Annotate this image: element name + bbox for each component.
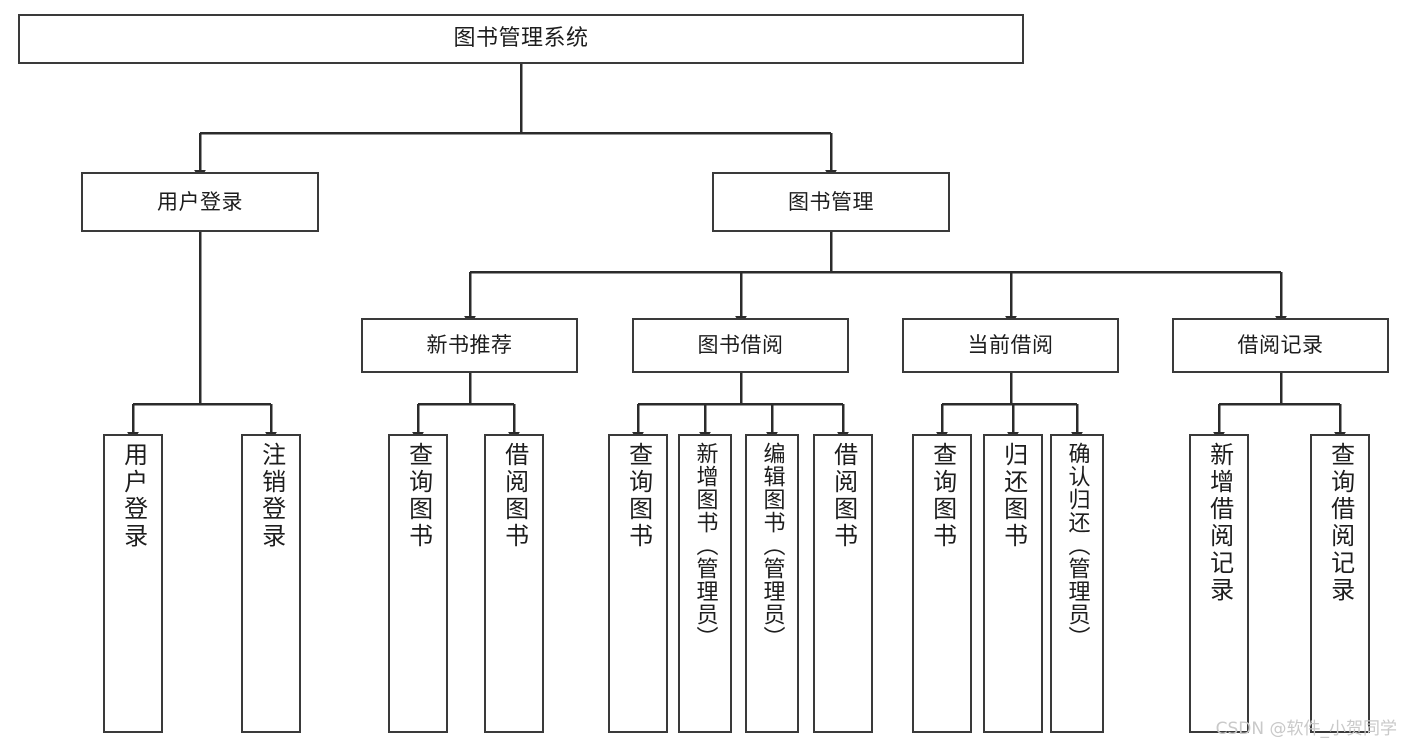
node-label: 查询图书 — [624, 442, 653, 550]
node-label: 借阅图书 — [500, 442, 529, 550]
node-branch[interactable]: 用户登录 — [81, 172, 319, 232]
node-leaf[interactable]: 查询图书 — [388, 434, 448, 733]
node-leaf[interactable]: 归还图书 — [983, 434, 1043, 733]
node-label: 新增借阅记录 — [1205, 442, 1234, 604]
node-leaf[interactable]: 借阅图书 — [484, 434, 544, 733]
node-label: 借阅图书 — [829, 442, 858, 550]
node-branch[interactable]: 图书管理 — [712, 172, 950, 232]
node-leaf[interactable]: 确认归还（管理员） — [1050, 434, 1104, 733]
node-leaf[interactable]: 查询借阅记录 — [1310, 434, 1370, 733]
node-label: 新增图书（管理员） — [692, 442, 718, 649]
node-label: 归还图书 — [999, 442, 1028, 550]
node-leaf[interactable]: 新增借阅记录 — [1189, 434, 1249, 733]
node-leaf[interactable]: 查询图书 — [608, 434, 668, 733]
csdn-watermark: CSDN @软件_小贺同学 — [1215, 719, 1397, 739]
node-leaf[interactable]: 借阅图书 — [813, 434, 873, 733]
node-label: 图书管理系统 — [453, 26, 589, 52]
node-branch[interactable]: 图书借阅 — [632, 318, 849, 373]
node-label: 查询借阅记录 — [1326, 442, 1355, 604]
node-leaf[interactable]: 查询图书 — [912, 434, 972, 733]
node-leaf[interactable]: 编辑图书（管理员） — [745, 434, 799, 733]
node-leaf[interactable]: 用户登录 — [103, 434, 163, 733]
node-label: 图书借阅 — [697, 333, 784, 358]
node-branch[interactable]: 新书推荐 — [361, 318, 578, 373]
node-branch[interactable]: 当前借阅 — [902, 318, 1119, 373]
node-label: 查询图书 — [928, 442, 957, 550]
node-label: 用户登录 — [119, 442, 148, 550]
edge-group — [127, 64, 1346, 442]
node-leaf[interactable]: 注销登录 — [241, 434, 301, 733]
node-label: 图书管理 — [788, 189, 874, 214]
node-branch[interactable]: 借阅记录 — [1172, 318, 1389, 373]
node-root[interactable]: 图书管理系统 — [18, 14, 1024, 64]
node-leaf[interactable]: 新增图书（管理员） — [678, 434, 732, 733]
node-label: 借阅记录 — [1237, 333, 1324, 358]
node-label: 用户登录 — [157, 189, 243, 214]
node-label: 编辑图书（管理员） — [759, 442, 785, 649]
node-label: 确认归还（管理员） — [1064, 442, 1090, 649]
node-label: 注销登录 — [257, 442, 286, 550]
node-label: 新书推荐 — [426, 333, 513, 358]
node-label: 查询图书 — [404, 442, 433, 550]
node-label: 当前借阅 — [967, 333, 1054, 358]
